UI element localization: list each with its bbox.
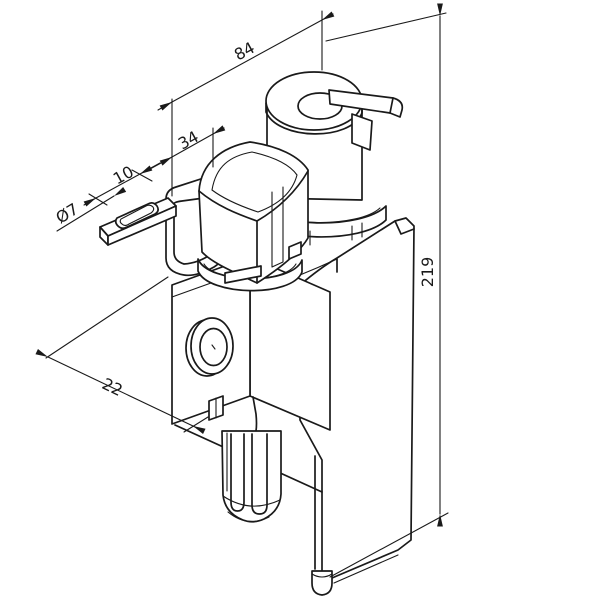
leader-line [56,186,127,232]
dim-label-d7: Ø7 [52,199,81,227]
lock-tab-fold [389,97,394,114]
knob-top-plateau [211,151,298,213]
regulator-knob [197,141,309,292]
knob-front-grooves [271,186,284,268]
overshoot [83,197,97,206]
knob-side-notch [288,241,302,260]
lock-tab [328,89,404,118]
bowl-frame-arc [227,511,270,523]
knob-base-slot [224,265,262,284]
overshoot [139,162,161,175]
extension-line [88,193,108,206]
knob-silhouette [198,141,309,284]
extension-line [325,12,447,42]
dim-label-34: 34 [175,127,202,153]
bowl-ridge-arc [222,495,281,507]
dimension-line [35,349,206,434]
overshoot [192,425,204,432]
mounting-bracket [99,197,177,246]
bracket-plate-front [107,205,177,246]
dim-label-10: 10 [110,162,137,188]
dim-label-22: 22 [99,374,126,400]
dimension-overall-height: 219 [325,3,449,578]
pressure-gauge [185,317,234,377]
drain-plug [311,570,333,596]
overshoot [212,127,225,135]
gauge-center-mark [211,344,216,350]
extension-line [329,512,449,578]
sight-window-right [251,433,268,515]
dimension-line [83,165,153,207]
overshoot [321,13,334,21]
bracket-slot-outer [114,202,159,230]
drain-plug-rim [311,573,333,578]
dimension-bracket-width: 34 [149,125,226,170]
dim-label-219: 219 [418,257,437,288]
overshoot [157,101,173,111]
slab-chamfer [336,220,415,273]
dimension-slot-width: 10 [83,162,161,207]
slab-bottom-edge [333,554,399,584]
lock-tab-lower [351,113,373,151]
body-lower-edge [252,396,258,432]
drain-plug-body [311,570,333,596]
filter-bowl [221,430,282,523]
dimension-line [159,11,335,111]
extension-line [45,276,169,359]
dimension-line [159,125,226,166]
dim-label-84: 84 [231,38,258,64]
